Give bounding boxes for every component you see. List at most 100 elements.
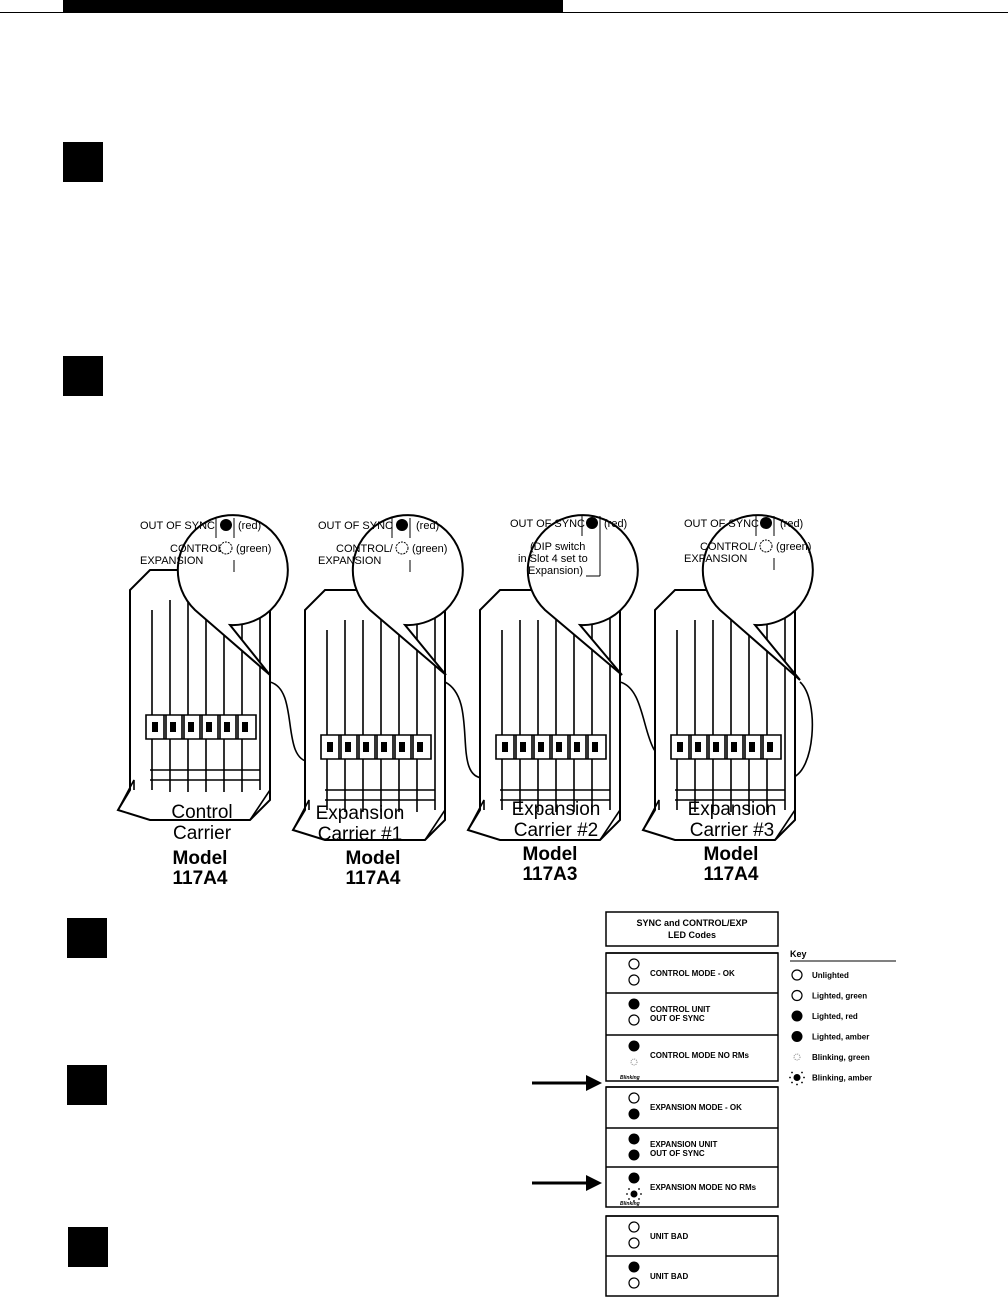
arrow-expansion-no-rms-icon (532, 1175, 602, 1191)
red-led-icon (628, 1040, 640, 1052)
red-led-icon (628, 1172, 640, 1184)
key-item: Blinking, green (793, 1053, 870, 1062)
cable-1 (269, 681, 311, 763)
carrier-model-label: Model (346, 848, 401, 869)
amber-led-icon (628, 1149, 640, 1161)
key-item: Lighted, green (791, 989, 867, 1002)
callout-red: (red) (780, 518, 803, 530)
carrier-name-line1: Control (171, 802, 232, 823)
led-row-label-line2: OUT OF SYNC (650, 1014, 705, 1023)
unlit-led-icon (628, 958, 640, 970)
blinking-amber-led-icon (626, 1188, 642, 1202)
key-item-label: Unlighted (812, 971, 849, 980)
carrier-model: 117A4 (704, 864, 759, 885)
unlit-led-icon (628, 1277, 640, 1289)
key-item-label: Blinking, amber (812, 1074, 872, 1083)
unlit-led-icon (791, 969, 803, 981)
callout-expansion: EXPANSION (684, 553, 747, 565)
key-item: Unlighted (791, 969, 849, 981)
carrier-name-line1: Expansion (316, 803, 405, 824)
led-row-label: EXPANSION MODE - OK (650, 1103, 742, 1112)
key-item-label: Lighted, amber (812, 1033, 869, 1042)
led-row-label: CONTROL UNIT (650, 1005, 710, 1014)
unlit-led-icon (628, 974, 640, 986)
callout-out-of-sync: OUT OF SYNC (318, 520, 393, 532)
callout-bubble-4 (701, 514, 814, 681)
callout-4-text: OUT OF SYNC (red) CONTROL/ EXPANSION (gr… (684, 516, 811, 570)
callout-dip-1: (DIP switch (530, 541, 585, 553)
callout-bubble-2 (351, 514, 464, 676)
callout-3-text: OUT OF SYNC (red) (DIP switch in Slot 4 … (510, 516, 627, 577)
callout-out-of-sync: OUT OF SYNC (140, 520, 215, 532)
carrier-name-line2: Carrier (173, 823, 232, 844)
callout-control: CONTROL/ (700, 541, 758, 553)
step-marker-4 (67, 1065, 107, 1105)
red-led-icon (628, 1261, 640, 1273)
carrier-model-label: Model (523, 844, 578, 865)
unlit-led-icon (628, 1221, 640, 1233)
callout-red: (red) (238, 520, 261, 532)
callout-red: (red) (416, 520, 439, 532)
led-table-row: EXPANSION MODE - OK (606, 1086, 778, 1120)
step-marker-2 (63, 356, 103, 396)
carrier-model: 117A3 (523, 864, 578, 885)
led-row-label-line2: OUT OF SYNC (650, 1149, 705, 1158)
led-red-icon (586, 517, 598, 529)
led-table-title-line1: SYNC and CONTROL/EXP (636, 918, 747, 928)
callout-control: CONTROL/ (336, 543, 394, 555)
led-codes-diagram: SYNC and CONTROL/EXP LED Codes CONTROL M… (532, 911, 896, 1297)
carrier-name-line2: Carrier #3 (690, 820, 774, 841)
carrier-label-3: Expansion Carrier #3 Model 117A4 (688, 799, 777, 885)
carrier-label-1: Expansion Carrier #1 Model 117A4 (316, 803, 405, 889)
header-rule (0, 12, 1008, 13)
unlit-led-icon (628, 1237, 640, 1249)
amber-led-icon (791, 1031, 803, 1042)
led-red-icon (396, 519, 408, 531)
step-marker-3 (67, 918, 107, 958)
blinking-caption: Blinking (620, 1075, 640, 1081)
callout-expansion: EXPANSION (140, 555, 203, 567)
unlit-led-icon (628, 1014, 640, 1026)
blinking-caption: Blinking (620, 1201, 640, 1207)
red-led-icon (791, 1010, 803, 1022)
carrier-model-label: Model (704, 844, 759, 865)
carrier-label-2: Expansion Carrier #2 Model 117A3 (512, 799, 601, 885)
amber-led-icon (628, 1108, 640, 1120)
led-blinking-green-icon (395, 541, 409, 555)
callout-green: (green) (776, 541, 811, 553)
green-led-icon (791, 989, 803, 1002)
carrier-name-line1: Expansion (688, 799, 777, 820)
led-row-label: UNIT BAD (650, 1272, 688, 1281)
led-blinking-green-icon (219, 541, 233, 555)
cable-4 (789, 681, 814, 779)
led-row-label: CONTROL MODE - OK (650, 969, 735, 978)
led-table-row: UNIT BAD (606, 1255, 778, 1289)
key-item: Lighted, red (791, 1010, 858, 1022)
led-row-label: EXPANSION MODE NO RMs (650, 1183, 757, 1192)
carrier-name-line2: Carrier #1 (318, 824, 402, 845)
key-item-label: Blinking, green (812, 1053, 870, 1062)
callout-green: (green) (412, 543, 447, 555)
callout-bubble-1 (176, 514, 289, 676)
key-title: Key (790, 949, 807, 959)
callout-dip-2: in Slot 4 set to (518, 553, 588, 565)
callout-control: CONTROL/ (170, 543, 228, 555)
arrow-control-no-rms-icon (532, 1075, 602, 1091)
carrier-model: 117A4 (173, 868, 228, 889)
blinking-green-led-icon (630, 1058, 638, 1066)
red-led-icon (628, 1133, 640, 1145)
blinking-green-led-icon (793, 1053, 801, 1061)
carrier-name-line1: Expansion (512, 799, 601, 820)
led-blinking-green-icon (759, 539, 773, 553)
led-row-label: UNIT BAD (650, 1232, 688, 1241)
led-table-row: CONTROL MODE - OK (606, 952, 778, 986)
key-item-label: Lighted, red (812, 1012, 858, 1021)
led-table-title-box (605, 911, 779, 947)
carriers-diagram: OUT OF SYNC (red) CONTROL/ EXPANSION (gr… (117, 514, 814, 889)
unlit-led-icon (628, 1092, 640, 1104)
